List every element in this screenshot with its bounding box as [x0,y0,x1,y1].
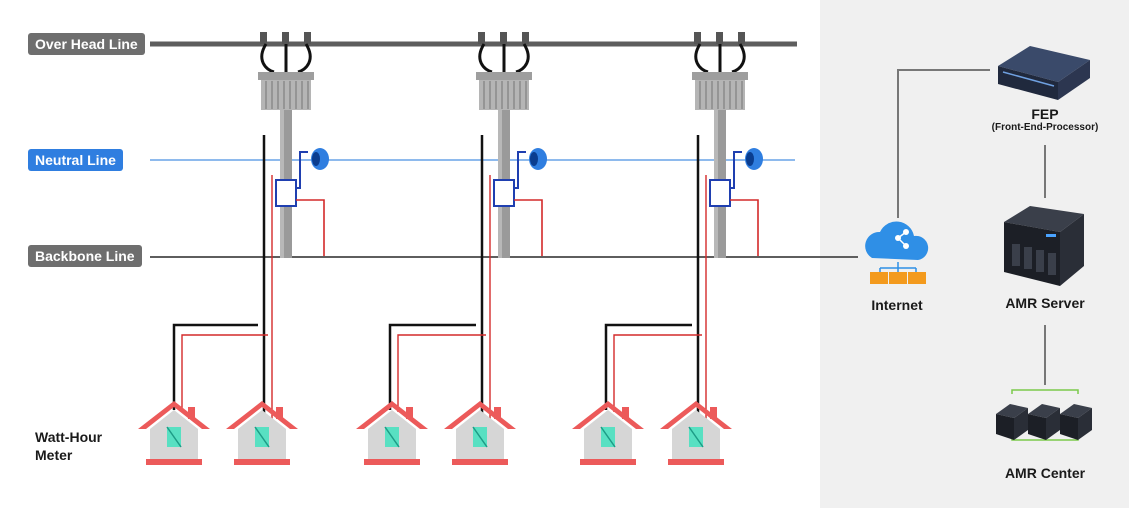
amr-center-label: AMR Center [1004,465,1086,481]
backbone-line-label: Backbone Line [28,245,142,267]
meter-label-line-1: Watt-Hour [35,429,103,445]
amr-server-icon [1004,206,1084,286]
fep-title: FEP [1031,106,1059,122]
overhead-line-label: Over Head Line [28,33,145,55]
internet-label: Internet [871,297,923,313]
fep-label: FEP (Front-End-Processor) [975,106,1115,133]
fep-subtitle: (Front-End-Processor) [991,122,1099,133]
fep-server-icon [998,46,1090,100]
internet-fep-link [897,69,990,218]
meter-label-line-2: Meter [35,447,73,463]
neutral-line-label: Neutral Line [28,149,123,171]
cloud-network-icon [865,221,929,284]
watt-hour-meter-label: Watt-Hour Meter [35,428,102,464]
amr-center-icon [996,389,1092,441]
amr-server-label: AMR Server [1005,295,1085,311]
